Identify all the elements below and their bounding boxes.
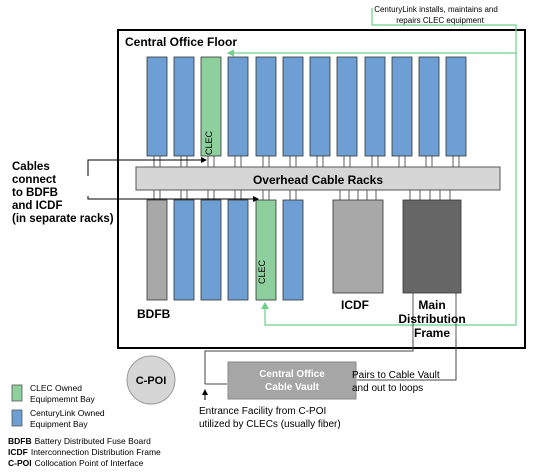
bdfb-label: BDFB [137, 307, 171, 321]
vault-label-line1: Central Office [259, 369, 325, 380]
floor-title: Central Office Floor [125, 35, 237, 49]
centurylink-bay-top-9 [364, 56, 386, 157]
bdfb-bay [146, 199, 168, 301]
centurylink-bay-top-8 [336, 56, 358, 157]
centurylink-bay-bottom-4 [282, 199, 304, 301]
centurylink-bay-top-10 [391, 56, 413, 157]
clec-bay-bottom [255, 199, 277, 301]
main-distribution-frame [402, 199, 462, 294]
cpoi-circle [126, 355, 176, 405]
overhead-cable-racks-label: Overhead Cable Racks [253, 173, 383, 187]
centurylink-bay-bottom-1 [173, 199, 195, 301]
mdf-label-line1: Main [418, 298, 445, 312]
mdf-label-line2: Distribution [398, 312, 465, 326]
cpoi-label: C-POI [136, 375, 167, 387]
pairs-note-line2: and out to loops [352, 383, 423, 394]
clec-bay-top-label: CLEC [204, 131, 214, 156]
cables-arrow-top [87, 157, 207, 176]
legend-centurylink-swatch [11, 409, 23, 427]
clec-bay-bottom-label: CLEC [257, 260, 267, 285]
clec-maintenance-arrow-bottom [261, 302, 269, 309]
centurylink-bay-top-7 [309, 56, 331, 157]
mdf-label-line3: Frame [414, 326, 450, 340]
vault-label-line2: Cable Vault [265, 382, 320, 393]
centurylink-bay-bottom-2 [200, 199, 222, 301]
legend-centurylink-line2: Equipment Bay [30, 419, 88, 429]
centurylink-bay-top-6 [282, 56, 304, 157]
clec-maintenance-line [264, 8, 517, 326]
centurylink-bay-top-12 [445, 56, 467, 157]
mdf-to-vault-line [357, 339, 457, 381]
clec-bay-top [200, 56, 222, 157]
centurylink-bay-top-4 [227, 56, 249, 157]
cables-note-line1: Cables [12, 161, 50, 173]
icdf-frame [332, 199, 384, 294]
centurylink-bay-bottom-3 [227, 199, 249, 301]
cables-note-line2: connect [12, 174, 56, 186]
cables-note-line4: and ICDF [12, 200, 62, 212]
legend-centurylink-line1: CenturyLink Owned [30, 408, 105, 418]
legend-clec-line2: Equipmemnt Bay [30, 394, 95, 404]
cables-note-line3: to BDFB [12, 187, 58, 199]
entrance-note-line2: utilized by CLECs (usually fiber) [199, 419, 341, 430]
icdf-label: ICDF [341, 298, 369, 312]
centurylink-bay-top-5 [255, 56, 277, 157]
header-note-line2: repairs CLEC equipment [396, 16, 484, 25]
cables-note-line5: (in separate racks) [12, 213, 114, 225]
top-bay-row [146, 56, 467, 157]
legend-clec-line1: CLEC Owned [30, 383, 82, 393]
cables-arrow-bottom [87, 196, 259, 202]
cable-vault [227, 361, 357, 400]
centurylink-bay-top-1 [146, 56, 168, 157]
pairs-note-line1: Pairs to Cable Vault [352, 370, 440, 381]
bottom-bay-row [146, 199, 462, 301]
entrance-note-line1: Entrance Facility from C-POI [199, 406, 326, 417]
vault-to-mdf-line [204, 339, 414, 384]
centurylink-bay-top-2 [173, 56, 195, 157]
legend-clec-swatch [11, 384, 23, 402]
header-note-line1: CenturyLink installs, maintains and [374, 5, 498, 14]
centurylink-bay-top-11 [418, 56, 440, 157]
overhead-cable-racks [135, 166, 501, 191]
bay-connectors [153, 156, 460, 339]
